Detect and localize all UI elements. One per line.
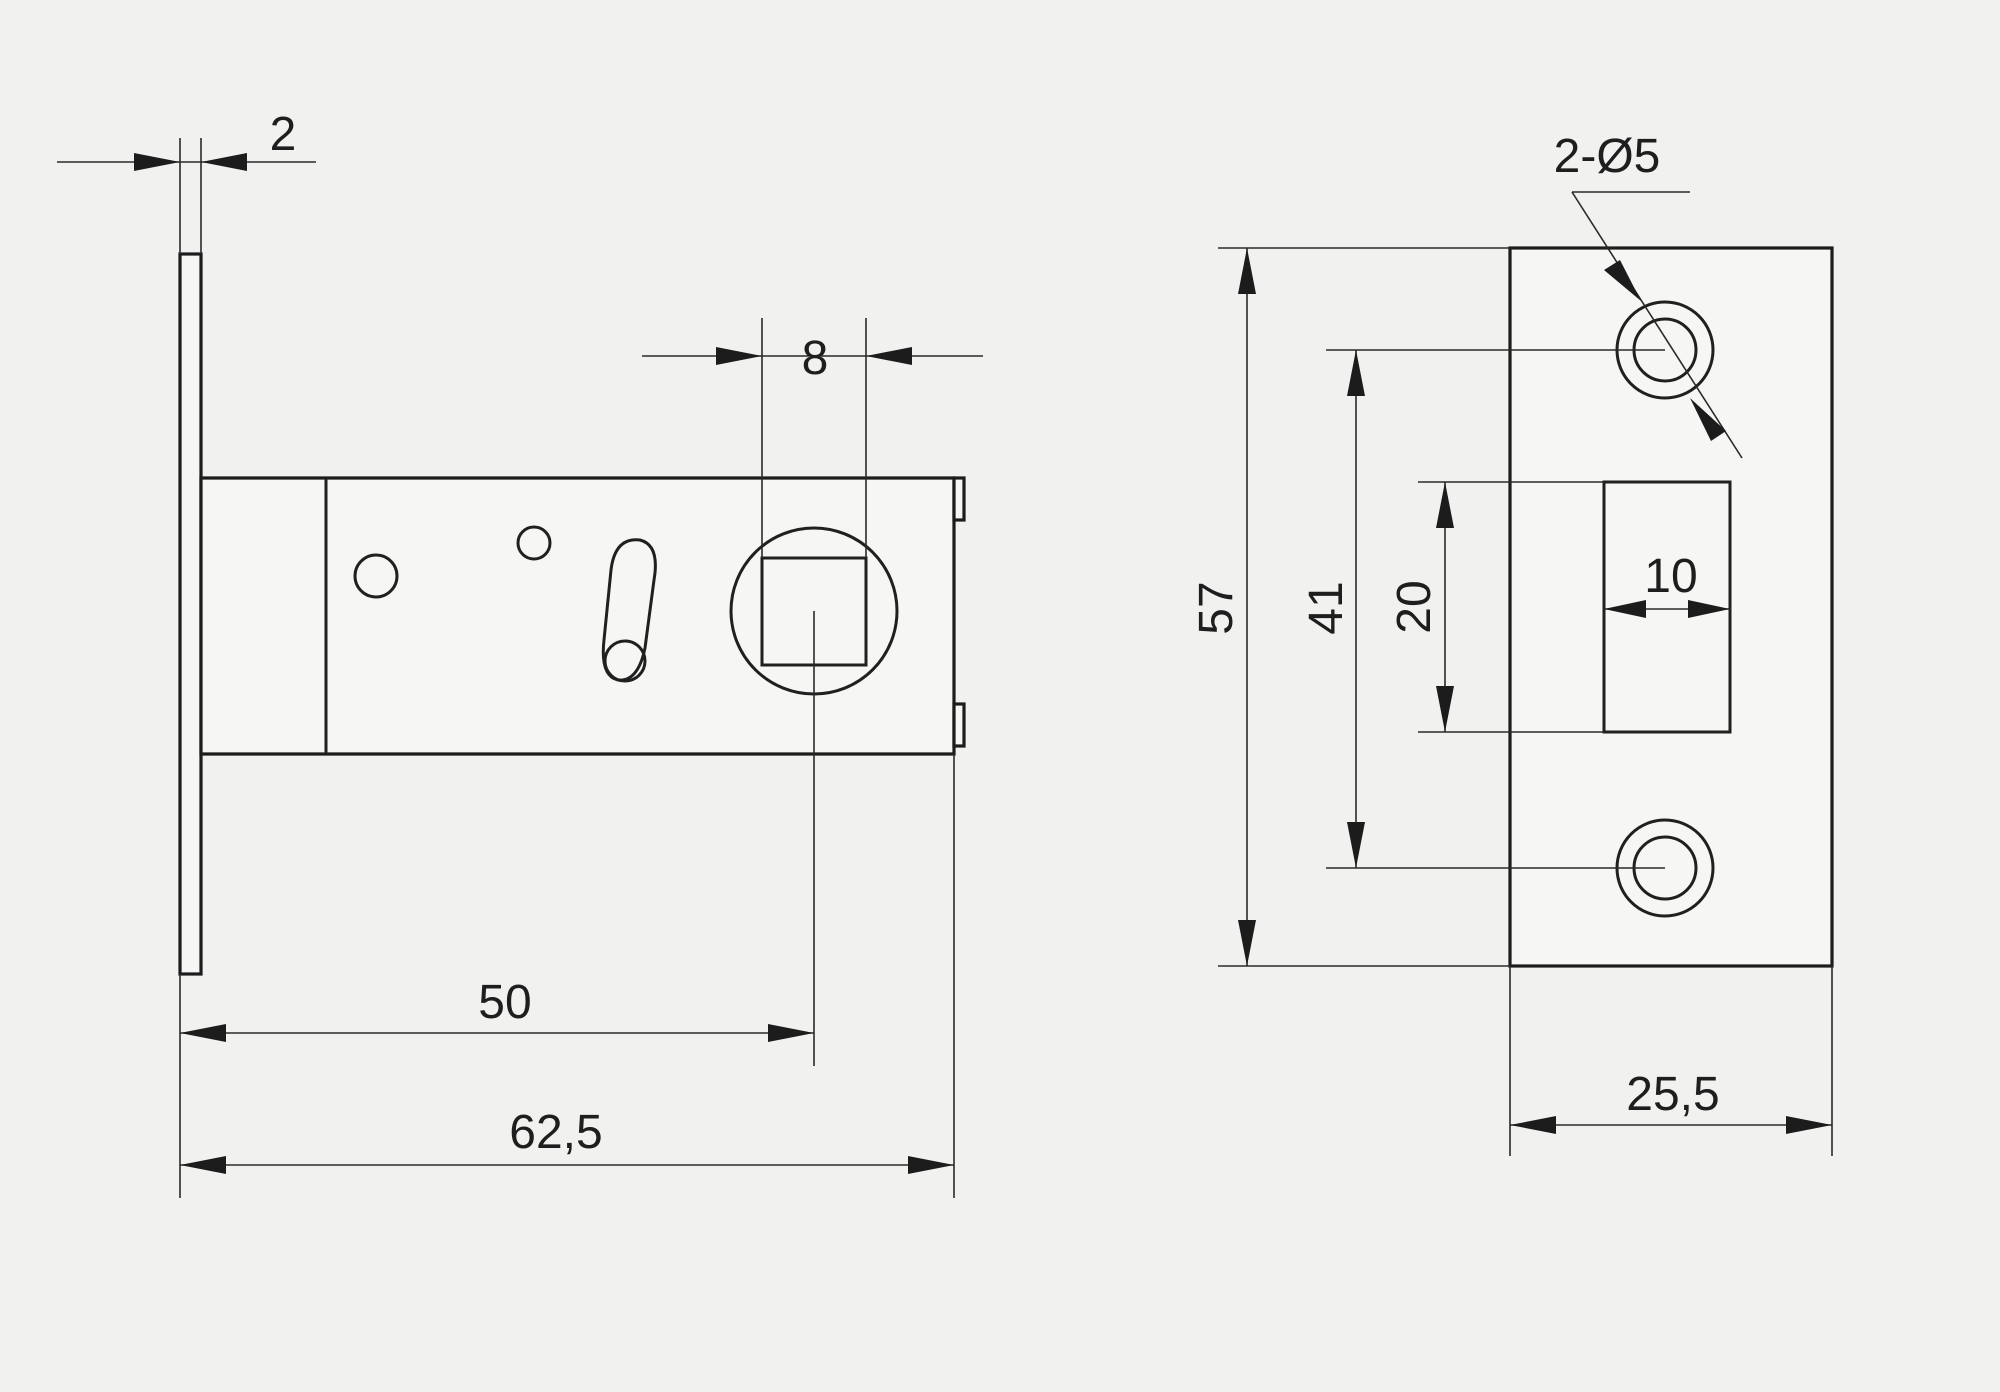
- arrow-screw-hole-upper: [1604, 260, 1641, 301]
- arrow-20-bottom: [1436, 686, 1454, 732]
- arrow-thickness-right: [201, 153, 247, 171]
- bolt-tab-top: [952, 476, 966, 522]
- dim-label-thickness: 2: [270, 108, 297, 161]
- dim-label-screw-holes: 2-Ø5: [1554, 130, 1661, 183]
- arrow-41-top: [1347, 350, 1365, 396]
- arrow-10-right: [1688, 600, 1730, 618]
- dim-label-backset: 50: [478, 976, 531, 1029]
- arrow-backset-right: [768, 1024, 814, 1042]
- slot-lower-hole: [603, 639, 647, 683]
- dim-label-square: 8: [802, 332, 829, 385]
- arrow-square-right: [866, 347, 912, 365]
- latch-body-side: [199, 476, 956, 756]
- dim-label-plate-width: 25,5: [1626, 1068, 1719, 1121]
- body-hole-small: [516, 525, 552, 561]
- latch-window: [1602, 480, 1732, 734]
- arrow-20-top: [1436, 482, 1454, 528]
- leader-screw-holes-diagonal: [1571, 191, 1743, 459]
- front-view: 57 41 20 10 25,5 2-Ø5: [1190, 130, 1834, 1156]
- arrow-10-left: [1604, 600, 1646, 618]
- body-hole-large: [353, 553, 399, 599]
- dim-label-latch-height: 20: [1388, 580, 1441, 633]
- arrow-41-bottom: [1347, 822, 1365, 868]
- arrow-backset-left: [180, 1024, 226, 1042]
- arrow-57-bottom: [1238, 920, 1256, 966]
- arrow-255-left: [1510, 1116, 1556, 1134]
- arrow-57-top: [1238, 248, 1256, 294]
- arrow-255-right: [1786, 1116, 1832, 1134]
- dim-label-latch-width: 10: [1644, 550, 1697, 603]
- dim-label-hole-spacing: 41: [1300, 581, 1353, 634]
- arrow-square-left: [716, 347, 762, 365]
- arrow-screw-hole-lower: [1690, 398, 1726, 441]
- faceplate-front: [1508, 246, 1834, 968]
- arrow-thickness-left: [134, 153, 180, 171]
- side-view: 2 8 50 62,5: [57, 108, 983, 1198]
- dim-label-overall: 62,5: [509, 1106, 602, 1159]
- bolt-tab-bottom: [952, 702, 966, 748]
- arrow-overall-left: [180, 1156, 226, 1174]
- arrow-overall-right: [908, 1156, 954, 1174]
- dim-label-plate-height: 57: [1190, 581, 1243, 634]
- faceplate-side: [178, 252, 203, 976]
